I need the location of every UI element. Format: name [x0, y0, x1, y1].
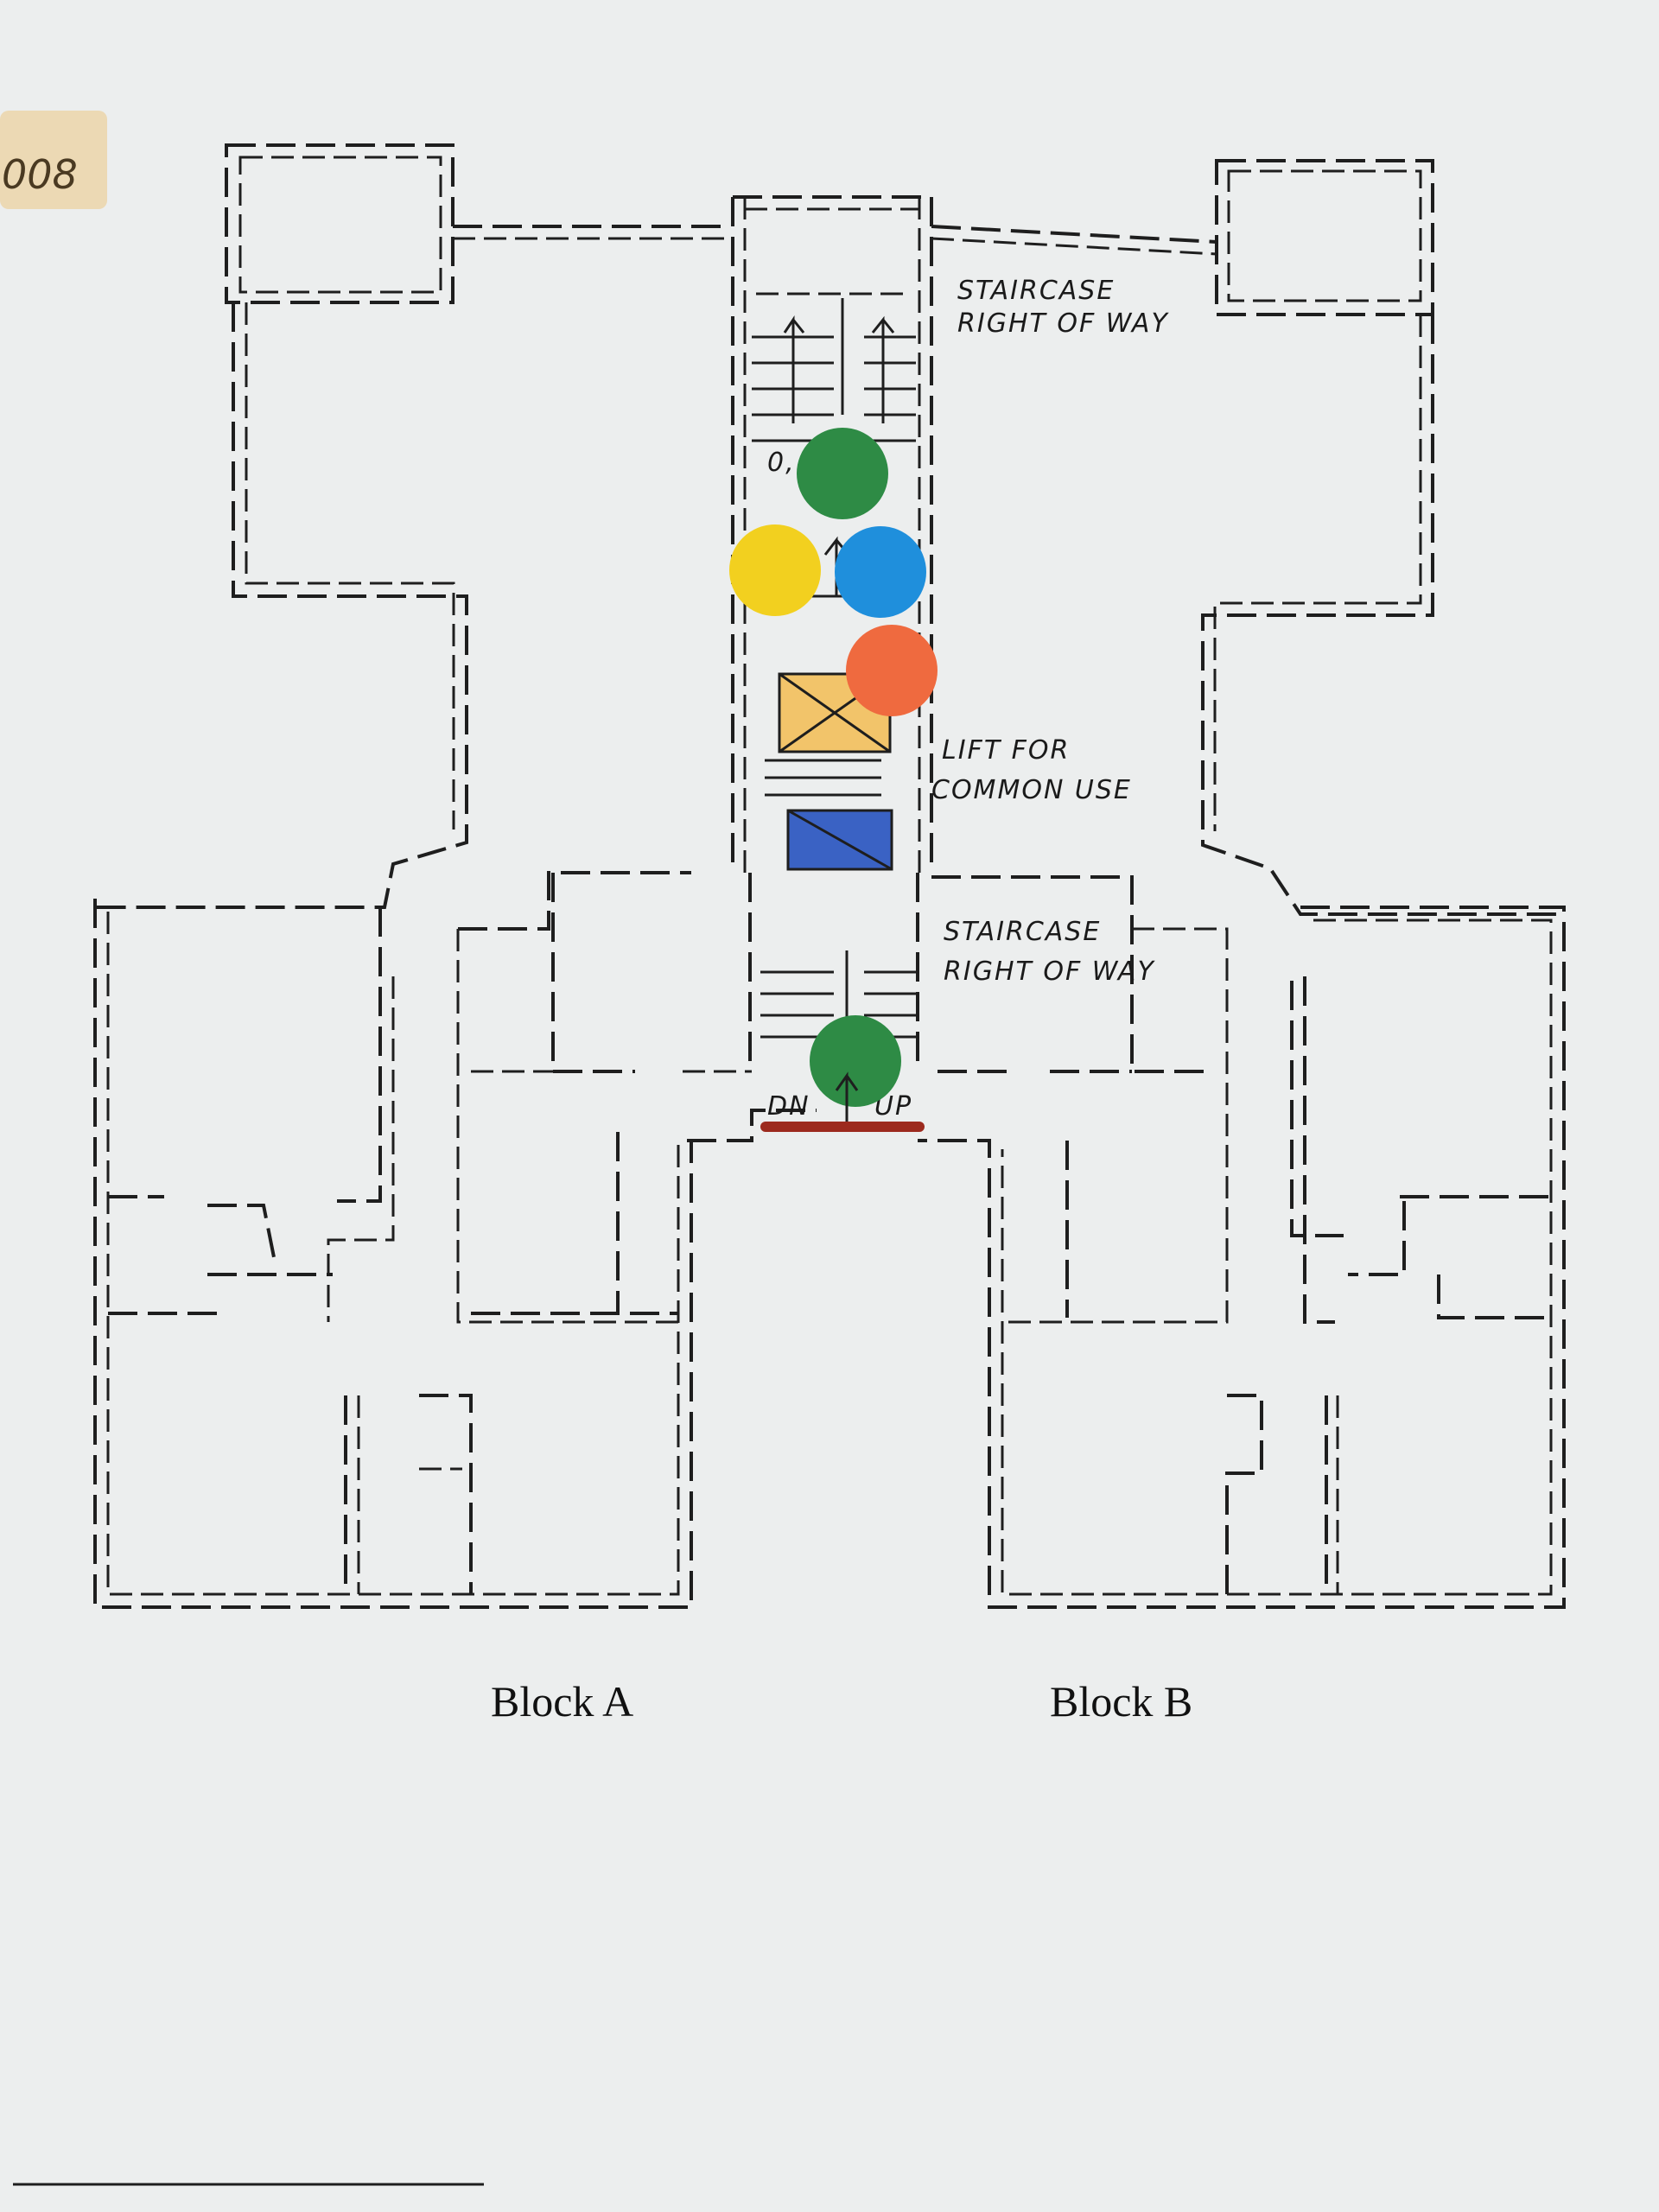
block-a-label: Block A — [491, 1677, 633, 1726]
upper-staircase — [752, 298, 916, 442]
block-b-label: Block B — [1050, 1677, 1192, 1726]
block-b-lower — [918, 875, 1566, 1609]
lift-label-line2: COMMON USE — [931, 775, 1132, 805]
entrance-threshold — [760, 1122, 925, 1132]
yellow-marker — [729, 524, 821, 616]
orange-marker — [846, 625, 938, 716]
block-a-upper-wing — [95, 143, 730, 909]
zero-mark: 0, — [767, 448, 796, 478]
lift-shaft — [786, 809, 893, 871]
corner-tag-text: 008 — [2, 151, 78, 198]
lift-car — [778, 672, 892, 753]
block-a-lower — [93, 871, 817, 1609]
staircase-bottom-label-line2: RIGHT OF WAY — [944, 957, 1155, 987]
blue-marker — [835, 526, 926, 618]
green-marker-top — [797, 428, 888, 519]
lift-label-line1: LIFT FOR — [942, 735, 1070, 766]
green-marker-bottom — [810, 1015, 901, 1107]
staircase-top-label-line1: STAIRCASE — [957, 276, 1115, 306]
down-label: DN — [767, 1091, 810, 1122]
staircase-top-label-line2: RIGHT OF WAY — [957, 308, 1169, 339]
block-b-upper-wing — [931, 159, 1564, 916]
staircase-bottom-label-line1: STAIRCASE — [944, 917, 1101, 947]
corner-tag — [0, 111, 107, 209]
